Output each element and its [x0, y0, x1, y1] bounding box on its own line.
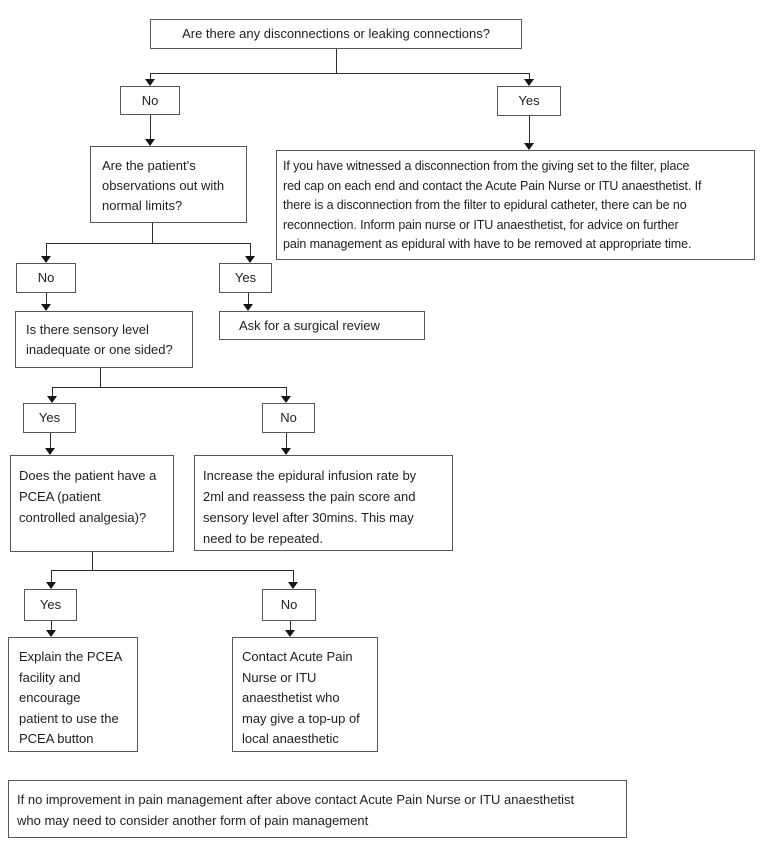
node-observations-no: No: [16, 263, 76, 293]
arrowhead-down: [41, 256, 51, 263]
arrowhead-down: [47, 396, 57, 403]
arrowhead-down: [285, 630, 295, 637]
connector-line: [52, 387, 53, 396]
connector-line: [150, 73, 151, 80]
node-observations-yes: Yes: [219, 263, 272, 293]
arrowhead-down: [281, 448, 291, 455]
connector-line: [100, 368, 101, 387]
connector-line: [529, 116, 530, 144]
node-pcea-no: No: [262, 589, 316, 621]
node-disconnections-no: No: [120, 86, 180, 115]
connector-line: [293, 570, 294, 582]
connector-line: [150, 73, 530, 74]
arrowhead-down: [145, 79, 155, 86]
arrowhead-down: [524, 143, 534, 150]
node-sensory-question: Is there sensory level inadequate or one…: [15, 311, 193, 368]
connector-line: [50, 433, 51, 448]
connector-line: [152, 223, 153, 243]
node-pcea-question: Does the patient have a PCEA (patient co…: [10, 455, 174, 552]
connector-line: [336, 49, 337, 73]
node-disconnections-yes: Yes: [497, 86, 561, 116]
arrowhead-down: [245, 256, 255, 263]
connector-line: [46, 293, 47, 304]
arrowhead-down: [281, 396, 291, 403]
node-explain-pcea: Explain the PCEA facility and encourage …: [8, 637, 138, 752]
connector-line: [286, 433, 287, 448]
connector-line: [529, 73, 530, 80]
arrowhead-down: [145, 139, 155, 146]
arrowhead-down: [524, 79, 534, 86]
connector-line: [52, 387, 287, 388]
node-no-improvement-note: If no improvement in pain management aft…: [8, 780, 627, 838]
node-sensory-no: No: [262, 403, 315, 433]
connector-line: [286, 387, 287, 396]
connector-line: [92, 552, 93, 570]
node-disconnection-instructions: If you have witnessed a disconnection fr…: [276, 150, 755, 260]
arrowhead-down: [46, 582, 56, 589]
connector-line: [51, 621, 52, 630]
arrowhead-down: [288, 582, 298, 589]
connector-line: [51, 570, 52, 582]
connector-line: [46, 243, 47, 256]
arrowhead-down: [243, 304, 253, 311]
connector-line: [290, 621, 291, 630]
node-pcea-yes: Yes: [24, 589, 77, 621]
connector-line: [248, 293, 249, 304]
connector-line: [250, 243, 251, 256]
node-contact-pain-nurse: Contact Acute Pain Nurse or ITU anaesthe…: [232, 637, 378, 752]
connector-line: [150, 115, 151, 140]
connector-line: [51, 570, 294, 571]
arrowhead-down: [45, 448, 55, 455]
arrowhead-down: [46, 630, 56, 637]
node-increase-infusion: Increase the epidural infusion rate by 2…: [194, 455, 453, 551]
connector-line: [46, 243, 251, 244]
node-surgical-review: Ask for a surgical review: [219, 311, 425, 340]
node-observations-question: Are the patient’s observations out with …: [90, 146, 247, 223]
node-sensory-yes: Yes: [23, 403, 76, 433]
arrowhead-down: [41, 304, 51, 311]
node-disconnections-question: Are there any disconnections or leaking …: [150, 19, 522, 49]
